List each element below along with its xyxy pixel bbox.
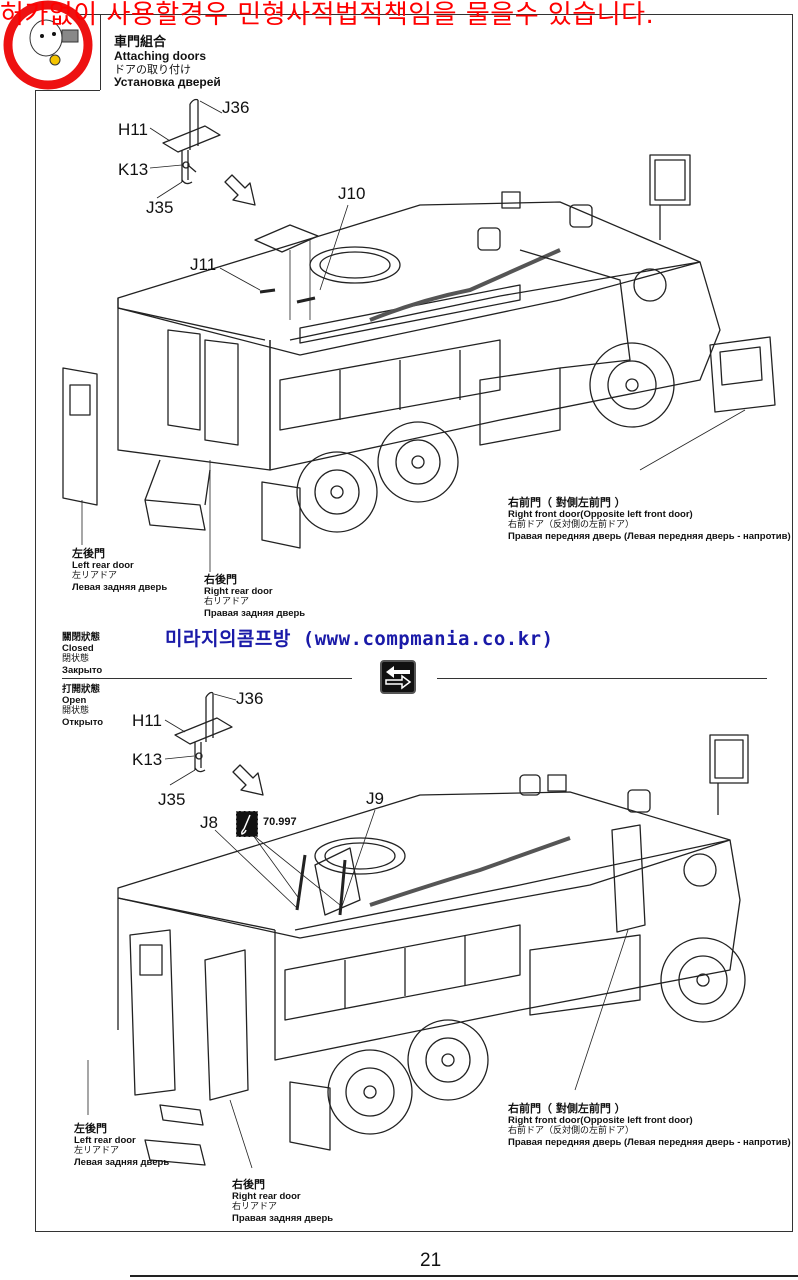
page-number: 21 [420,1250,442,1271]
part-label-h11-open: H11 [132,711,162,730]
caption-left-rear-door-closed: 左後門 Left rear door 左リアドア Левая задняя дв… [72,547,168,593]
title-japanese: ドアの取り付け [114,63,191,76]
title-chinese: 車門組合 [114,35,167,50]
part-label-j35-open: J35 [158,790,186,809]
left-rear-door-part [62,367,98,506]
part-label-k13: K13 [118,160,149,179]
compmania-logo [3,0,93,90]
part-label-j35: J35 [146,198,174,217]
caption-right-rear-door-open: 右後門 Right rear door 右リアドア Правая задняя … [232,1178,334,1224]
part-label-k13-open: K13 [132,750,163,769]
paint-code: 70.997 [263,816,297,828]
part-label-j8: J8 [200,813,218,832]
caption-right-front-door-open: 右前門（ 對側左前門 ） Right front door(Opposite l… [508,1102,791,1148]
caption-right-rear-door-closed: 右後門 Right rear door 右リアドア Правая задняя … [204,573,306,619]
frame-left-edge [35,90,36,1232]
hinge-subassembly-closed [149,98,223,199]
wheels-open [327,937,746,1135]
paintbrush-icon [236,811,258,837]
section-divider-right [437,678,767,679]
caption-left-rear-door-open: 左後門 Left rear door 左リアドア Левая задняя дв… [74,1122,170,1168]
state-open-label: 打開狀態 Open 開状態 Открыто [62,684,104,728]
direction-arrow-1 [224,174,256,206]
part-label-j36: J36 [222,98,250,117]
site-banner: 미라지의콤프방 (www.compmania.co.kr) [165,628,554,650]
title-russian: Установка дверей [114,75,221,89]
section-divider-left [62,678,352,679]
wheels-closed [296,342,675,533]
page-frame [35,14,793,1232]
title-english: Attaching doors [114,49,206,63]
step-title: 車門組合 Attaching doors ドアの取り付け Установка д… [114,36,221,89]
part-label-j11: J11 [190,255,217,274]
caption-right-front-door-closed: 右前門（ 對側左前門 ） Right front door(Opposite l… [508,496,791,542]
part-label-j9: J9 [366,789,384,808]
direction-arrow-2 [232,764,264,796]
part-label-j36-open: J36 [236,689,264,708]
right-front-door-part [709,336,776,413]
swap-arrows-icon [380,660,416,694]
vehicle-open [87,734,749,1169]
frame-header-line [35,90,100,91]
part-label-h11: H11 [118,120,148,139]
state-closed-label: 關閉狀態 Closed 閉状態 Закрыто [62,632,103,676]
copyright-watermark: 허가없이 사용할경우 민형사적법적책임을 물을수 있습니다. [0,0,655,30]
frame-header-edge [100,14,101,90]
vehicle-closed [62,154,776,572]
footer-line [130,1275,798,1277]
part-label-j10: J10 [338,184,366,203]
hinge-subassembly-open [164,691,237,786]
